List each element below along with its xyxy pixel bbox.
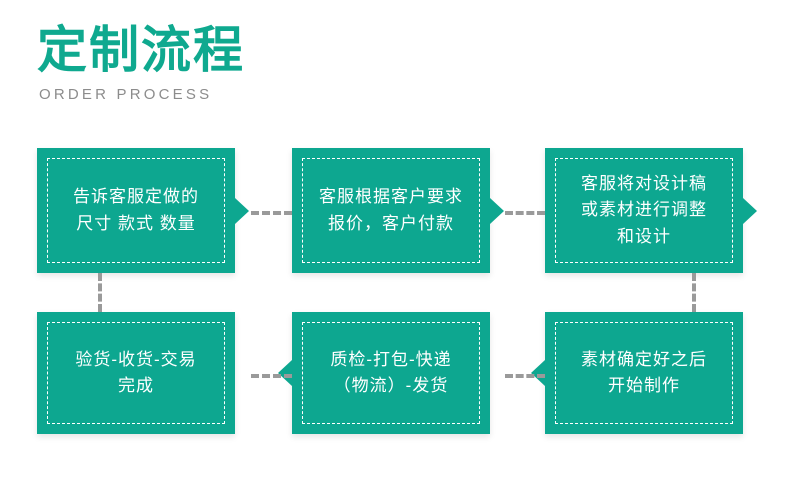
flow-step-5-dashed-frame: 质检-打包-快递 （物流）-发货 (302, 322, 480, 424)
flow-step-1-dashed-frame: 告诉客服定做的 尺寸 款式 数量 (47, 158, 225, 263)
arrow-left-icon-step-4 (531, 360, 545, 386)
flow-step-1-label: 告诉客服定做的 尺寸 款式 数量 (73, 187, 199, 233)
flow-step-2[interactable]: 客服根据客户要求 报价，客户付款 (292, 148, 504, 273)
page-title: 定制流程 (37, 22, 245, 78)
arrow-left-icon-step-5 (278, 360, 292, 386)
flow-step-3[interactable]: 客服将对设计稿 或素材进行调整 和设计 (545, 148, 757, 273)
arrow-right-icon-step-3 (743, 197, 757, 224)
flow-step-3-label: 客服将对设计稿 或素材进行调整 和设计 (581, 173, 707, 246)
flow-step-4-dashed-frame: 素材确定好之后 开始制作 (555, 322, 733, 424)
flow-step-5-label: 质检-打包-快递 （物流）-发货 (330, 349, 452, 395)
arrow-right-icon-step-1 (235, 197, 249, 224)
header: 定制流程 ORDER PROCESS (37, 22, 245, 103)
flow-step-3-dashed-frame: 客服将对设计稿 或素材进行调整 和设计 (555, 158, 733, 263)
arrow-right-icon-step-2 (490, 197, 504, 224)
page-subtitle: ORDER PROCESS (39, 86, 213, 103)
flow-step-2-dashed-frame: 客服根据客户要求 报价，客户付款 (302, 158, 480, 263)
connector-step5-to-step6 (251, 374, 292, 378)
flow-step-6-label: 验货-收货-交易 完成 (75, 349, 197, 395)
flow-step-2-label: 客服根据客户要求 报价，客户付款 (319, 187, 463, 233)
flow-step-6[interactable]: 验货-收货-交易 完成 (37, 312, 235, 434)
flow-step-5[interactable]: 质检-打包-快递 （物流）-发货 (278, 312, 490, 434)
flow-step-4-label: 素材确定好之后 开始制作 (581, 349, 707, 395)
connector-step4-to-step5 (505, 374, 545, 378)
flow-step-1[interactable]: 告诉客服定做的 尺寸 款式 数量 (37, 148, 249, 273)
connector-step1-down (98, 273, 102, 312)
connector-step3-to-step4 (692, 273, 696, 312)
connector-step2-to-step3 (505, 211, 545, 215)
connector-step1-to-step2 (251, 211, 292, 215)
flow-step-4[interactable]: 素材确定好之后 开始制作 (531, 312, 743, 434)
flow-step-6-dashed-frame: 验货-收货-交易 完成 (47, 322, 225, 424)
